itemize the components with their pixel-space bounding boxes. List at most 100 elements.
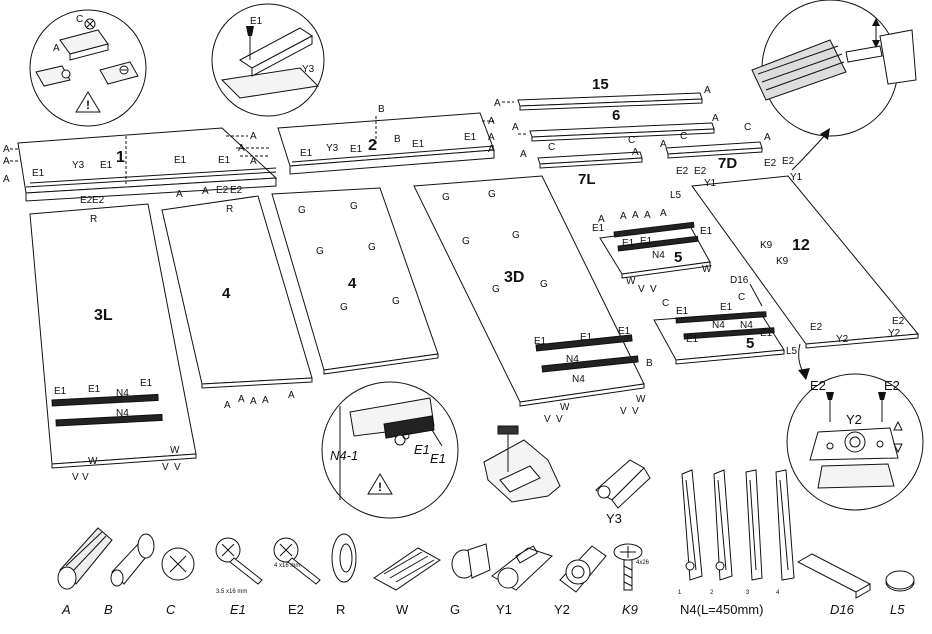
panel-7D: 7D C C A A bbox=[660, 122, 771, 172]
label-E1: E1 bbox=[300, 148, 313, 159]
label-W: W bbox=[88, 456, 98, 467]
label-R: R bbox=[226, 204, 233, 215]
label-W: W bbox=[636, 394, 646, 405]
label-C: C bbox=[548, 142, 555, 153]
label-C: C bbox=[76, 14, 83, 25]
label-E1: E1 bbox=[760, 328, 773, 339]
panel-3L: 3L N4 N4 E1 E1 E1 R W W V V V V bbox=[29, 203, 197, 483]
label-V: V bbox=[556, 414, 563, 425]
label-E1: E1 bbox=[140, 378, 153, 389]
label-E1: E1 bbox=[100, 160, 113, 171]
label-E1: E1 bbox=[618, 326, 631, 337]
label-Y2: Y2 bbox=[836, 334, 849, 345]
label-C: C bbox=[744, 122, 751, 133]
label-Y3: Y3 bbox=[72, 160, 85, 171]
legend-item-N4: 1 2 3 4 N4(L=450mm) bbox=[678, 469, 795, 617]
panel-3D: 3D N4 N4 E1 E1 E1 B G G G G G G W W V V … bbox=[413, 175, 653, 425]
panel-label-5-top: 5 bbox=[674, 249, 682, 266]
label-Y3: Y3 bbox=[326, 143, 339, 154]
label-A: A bbox=[224, 400, 231, 411]
legend-item-E2: 4 x16 mm E2 bbox=[273, 537, 321, 617]
label-E2: E2 bbox=[810, 322, 823, 333]
label-C: C bbox=[680, 131, 687, 142]
label-G: G bbox=[442, 192, 450, 203]
label-E2: E2 bbox=[810, 378, 826, 393]
label-A: A bbox=[644, 210, 651, 221]
legend-label-K9: K9 bbox=[622, 602, 638, 617]
label-L5: L5 bbox=[670, 190, 682, 201]
label-A: A bbox=[632, 210, 639, 221]
label-E2: E2 bbox=[92, 195, 105, 206]
legend-item-W: W bbox=[373, 547, 441, 617]
panel-12: 12 E2 E2 Y1 E2 E2 Y1 L5 K9 K9 D16 E2 Y2 … bbox=[670, 156, 919, 380]
label-E1: E1 bbox=[32, 168, 45, 179]
label-E2: E2 bbox=[764, 158, 777, 169]
panel-label-2: 2 bbox=[368, 137, 377, 154]
label-A: A bbox=[262, 395, 269, 406]
label-G: G bbox=[488, 189, 496, 200]
detail-circle-adjust bbox=[751, 0, 917, 137]
label-E2: E2 bbox=[892, 316, 905, 327]
label-Y1: Y1 bbox=[704, 178, 717, 189]
panel-label-7L: 7L bbox=[578, 171, 596, 188]
legend-E2-size: 4 x16 mm bbox=[274, 563, 300, 569]
label-A: A bbox=[250, 396, 257, 407]
legend-item-Y2: Y2 bbox=[554, 545, 607, 617]
legend-K9-size: 4x26 bbox=[636, 560, 650, 566]
label-V: V bbox=[650, 284, 657, 295]
label-G: G bbox=[350, 201, 358, 212]
label-C: C bbox=[662, 298, 669, 309]
panel-label-15: 15 bbox=[592, 76, 609, 93]
label-A: A bbox=[632, 147, 639, 158]
label-A: A bbox=[288, 390, 295, 401]
label-E1: E1 bbox=[54, 386, 67, 397]
label-E1: E1 bbox=[640, 236, 653, 247]
detail-circle-y2: E2 E2 Y2 bbox=[786, 373, 924, 511]
legend-item-G: G bbox=[450, 543, 491, 617]
label-N4: N4 bbox=[116, 388, 129, 399]
warning-triangle-icon bbox=[367, 473, 393, 495]
label-E1: E1 bbox=[412, 139, 425, 150]
label-Y2: Y2 bbox=[846, 412, 862, 427]
label-K9: K9 bbox=[776, 256, 789, 267]
label-A: A bbox=[488, 116, 495, 127]
label-E1: E1 bbox=[350, 144, 363, 155]
label-A: A bbox=[764, 132, 771, 143]
label-E1: E1 bbox=[592, 223, 605, 234]
panel-label-7D: 7D bbox=[718, 155, 737, 172]
label-E1: E1 bbox=[218, 155, 231, 166]
label-E2: E2 bbox=[884, 378, 900, 393]
hammer-icon bbox=[497, 425, 519, 472]
legend-item-Y1: Y1 bbox=[491, 545, 553, 617]
legend-label-B: B bbox=[104, 602, 113, 617]
label-G: G bbox=[512, 230, 520, 241]
label-L5: L5 bbox=[786, 346, 798, 357]
label-N4: N4 bbox=[652, 250, 665, 261]
label-B: B bbox=[394, 134, 401, 145]
label-B: B bbox=[378, 104, 385, 115]
label-A: A bbox=[620, 211, 627, 222]
label-E2: E2 bbox=[676, 166, 689, 177]
legend-item-L5: L5 bbox=[885, 570, 915, 617]
label-N4: N4 bbox=[116, 408, 129, 419]
label-E1: E1 bbox=[88, 384, 101, 395]
label-E1: E1 bbox=[580, 332, 593, 343]
label-N4: N4 bbox=[712, 320, 725, 331]
legend-item-C: C bbox=[161, 547, 195, 617]
label-A: A bbox=[660, 139, 667, 150]
panel-label-3L: 3L bbox=[94, 307, 113, 324]
label-A: A bbox=[704, 85, 711, 96]
label-A: A bbox=[3, 156, 10, 167]
label-V: V bbox=[82, 472, 89, 483]
legend-label-R: R bbox=[336, 602, 345, 617]
label-E2: E2 bbox=[230, 185, 243, 196]
label-E1: E1 bbox=[534, 336, 547, 347]
panel-label-3D: 3D bbox=[504, 269, 524, 286]
legend-label-Y2: Y2 bbox=[554, 602, 570, 617]
label-N4: N4 bbox=[566, 354, 579, 365]
label-W: W bbox=[626, 276, 636, 287]
legend-label-W: W bbox=[396, 602, 409, 617]
label-A: A bbox=[520, 149, 527, 160]
detail-circle-cam-lock: ! C A bbox=[29, 9, 147, 127]
label-G: G bbox=[316, 246, 324, 257]
